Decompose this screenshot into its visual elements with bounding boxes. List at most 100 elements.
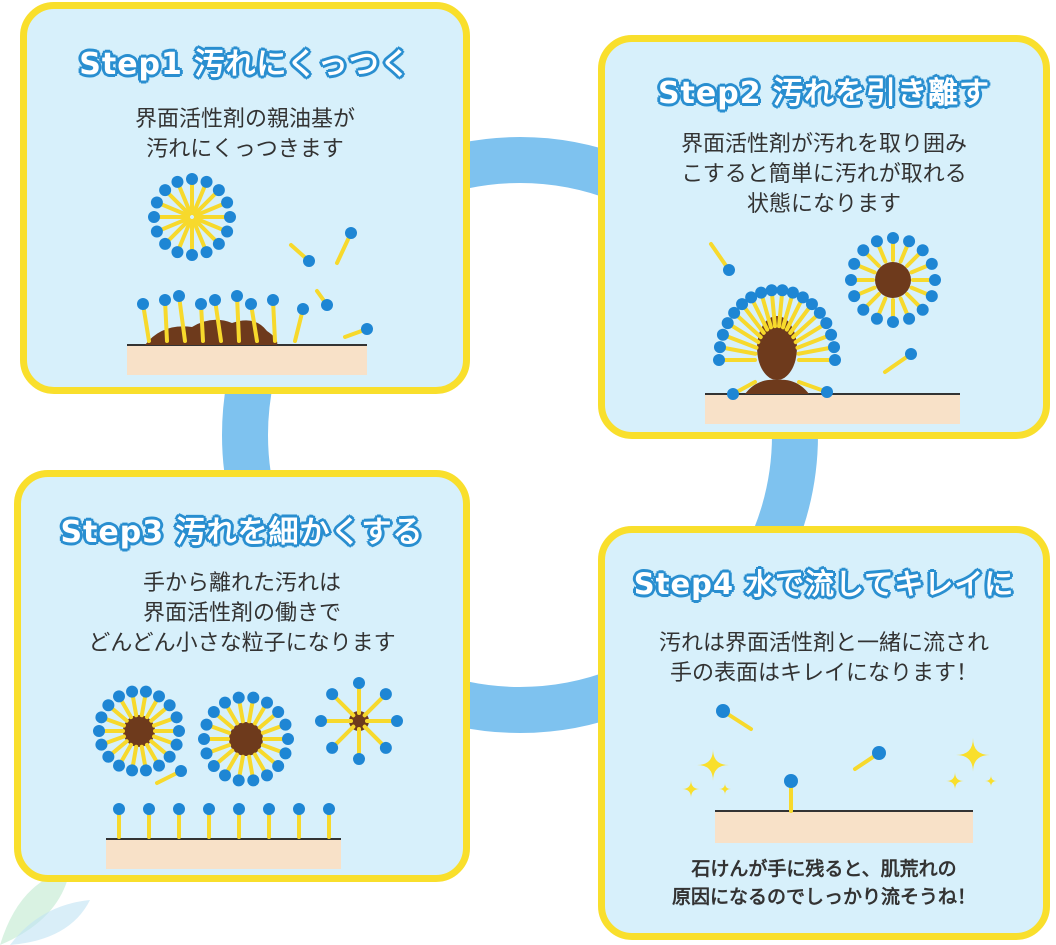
step4-molecules [682,704,997,843]
surfactant-head [916,244,929,257]
surfactant-head [925,290,938,303]
step3-text: 手から離れた汚れは 界面活性剤の働きで どんどん小さな粒子になります [21,569,463,659]
surfactant-head [150,196,163,209]
surfactant-head [353,753,365,765]
surfactant-head [221,225,234,238]
surfactant-head [95,711,108,724]
step3-text-line: どんどん小さな粒子になります [88,631,396,656]
step3-text-line: 手から離れた汚れは [142,571,341,596]
surfactant-head [175,765,187,777]
surfactant-head [102,750,115,763]
surfactant-head [326,688,339,701]
step4-text-line: 手の表面はキレイになります！ [669,661,978,686]
step4-card: Step4 水で流してキレイに 汚れは界面活性剤と一緒に流され 手の表面はキレイ… [598,526,1050,940]
surfactant-tail [795,332,834,350]
step2-text: 界面活性剤が汚れを取り囲み こすると簡単に汚れが取れる 状態になります [605,130,1043,220]
sparkle-icon [946,772,964,790]
step2-text-line: 状態になります [746,192,901,217]
step4-illustration [682,704,997,843]
surfactant-head [903,235,916,248]
step3-title: Step3 汚れを細かくする [60,515,424,550]
surfactant-head [170,738,183,751]
surfactant-head [315,715,327,727]
skin-surface [705,394,960,424]
surfactant-head [727,388,739,400]
surfactant-head [713,354,725,366]
surfactant-head [903,312,916,325]
dirt-particle [229,722,263,756]
surfactant-head [102,699,115,712]
surfactant-head [93,725,105,737]
step2-molecules [705,232,960,424]
surfactant-head [929,274,941,286]
step4-note-line: 原因になるのでしっかり流そうね！ [671,886,976,908]
surfactant-head [345,227,357,239]
step3-card: Step3 汚れを細かくする 手から離れた汚れは 界面活性剤の働きで どんどん小… [14,470,470,882]
step4-note-line: 石けんが手に残ると、肌荒れの [691,858,957,880]
step4-text-line: 汚れは界面活性剤と一緒に流され [658,631,989,656]
surfactant-head [232,774,245,787]
surfactant-head [716,328,729,341]
surfactant-head [200,246,213,259]
surfactant-head [171,175,184,188]
surfactant-head [745,291,758,304]
surfactant-head [137,298,149,310]
step4-text: 汚れは界面活性剤と一緒に流され 手の表面はキレイになります！ [605,629,1043,689]
surfactant-head [755,286,768,299]
step2-illustration [705,232,960,424]
skin-surface [715,811,973,843]
surfactant-head [113,690,125,703]
surfactant-head [353,677,365,689]
surfactant-head [784,774,798,788]
surfactant-tail [199,302,205,343]
surfactant-head [219,696,231,709]
dirt-particle [757,316,797,380]
surfactant-head [143,803,155,815]
surfactant-head [279,718,292,731]
surfactant-head [829,354,841,366]
surfactant-head [171,246,184,259]
step1-text: 界面活性剤の親油基が 汚れにくっつきます [27,105,463,165]
skin-surface [106,839,341,869]
surfactant-head [379,688,392,701]
surfactant-head [159,184,172,197]
surfactant-tail [781,290,795,330]
dirt-base [745,379,809,394]
surfactant-head [163,750,176,763]
surfactant-head [887,316,899,328]
surfactant-tail [759,290,773,330]
surfactant-head [224,211,236,223]
surfactant-head [716,704,730,718]
step1-illustration [127,173,373,375]
surfactant-head [186,173,198,185]
surfactant-head [200,747,213,760]
sparkle-icon [682,780,700,798]
surfactant-head [279,747,292,760]
dirt-clump [145,319,278,345]
step1-text-line: 界面活性剤の親油基が [134,107,355,132]
surfactant-head [361,323,373,335]
surfactant-head [267,294,279,306]
surfactant-head [323,803,335,815]
surfactant-head [326,741,339,754]
surfactant-head [126,685,139,698]
surfactant-head [148,211,160,223]
surfactant-head [297,303,309,315]
surfactant-head [163,699,176,712]
surfactant-head [736,298,749,311]
surfactant-tail [235,294,241,343]
surfactant-head [805,298,818,311]
surfactant-head [379,741,392,754]
surfactant-tail [141,302,151,343]
surfactant-head [113,759,125,772]
surfactant-head [153,759,165,772]
step1-molecules [127,173,373,375]
surfactant-head [857,244,870,257]
surfactant-tail [271,298,277,343]
surfactant-head [857,303,870,316]
surfactant-head [212,237,225,250]
surfactant-head [207,706,220,719]
surfactant-head [173,803,185,815]
step1-title: Step1 汚れにくっつく [79,47,411,82]
surfactant-tail [249,302,259,343]
